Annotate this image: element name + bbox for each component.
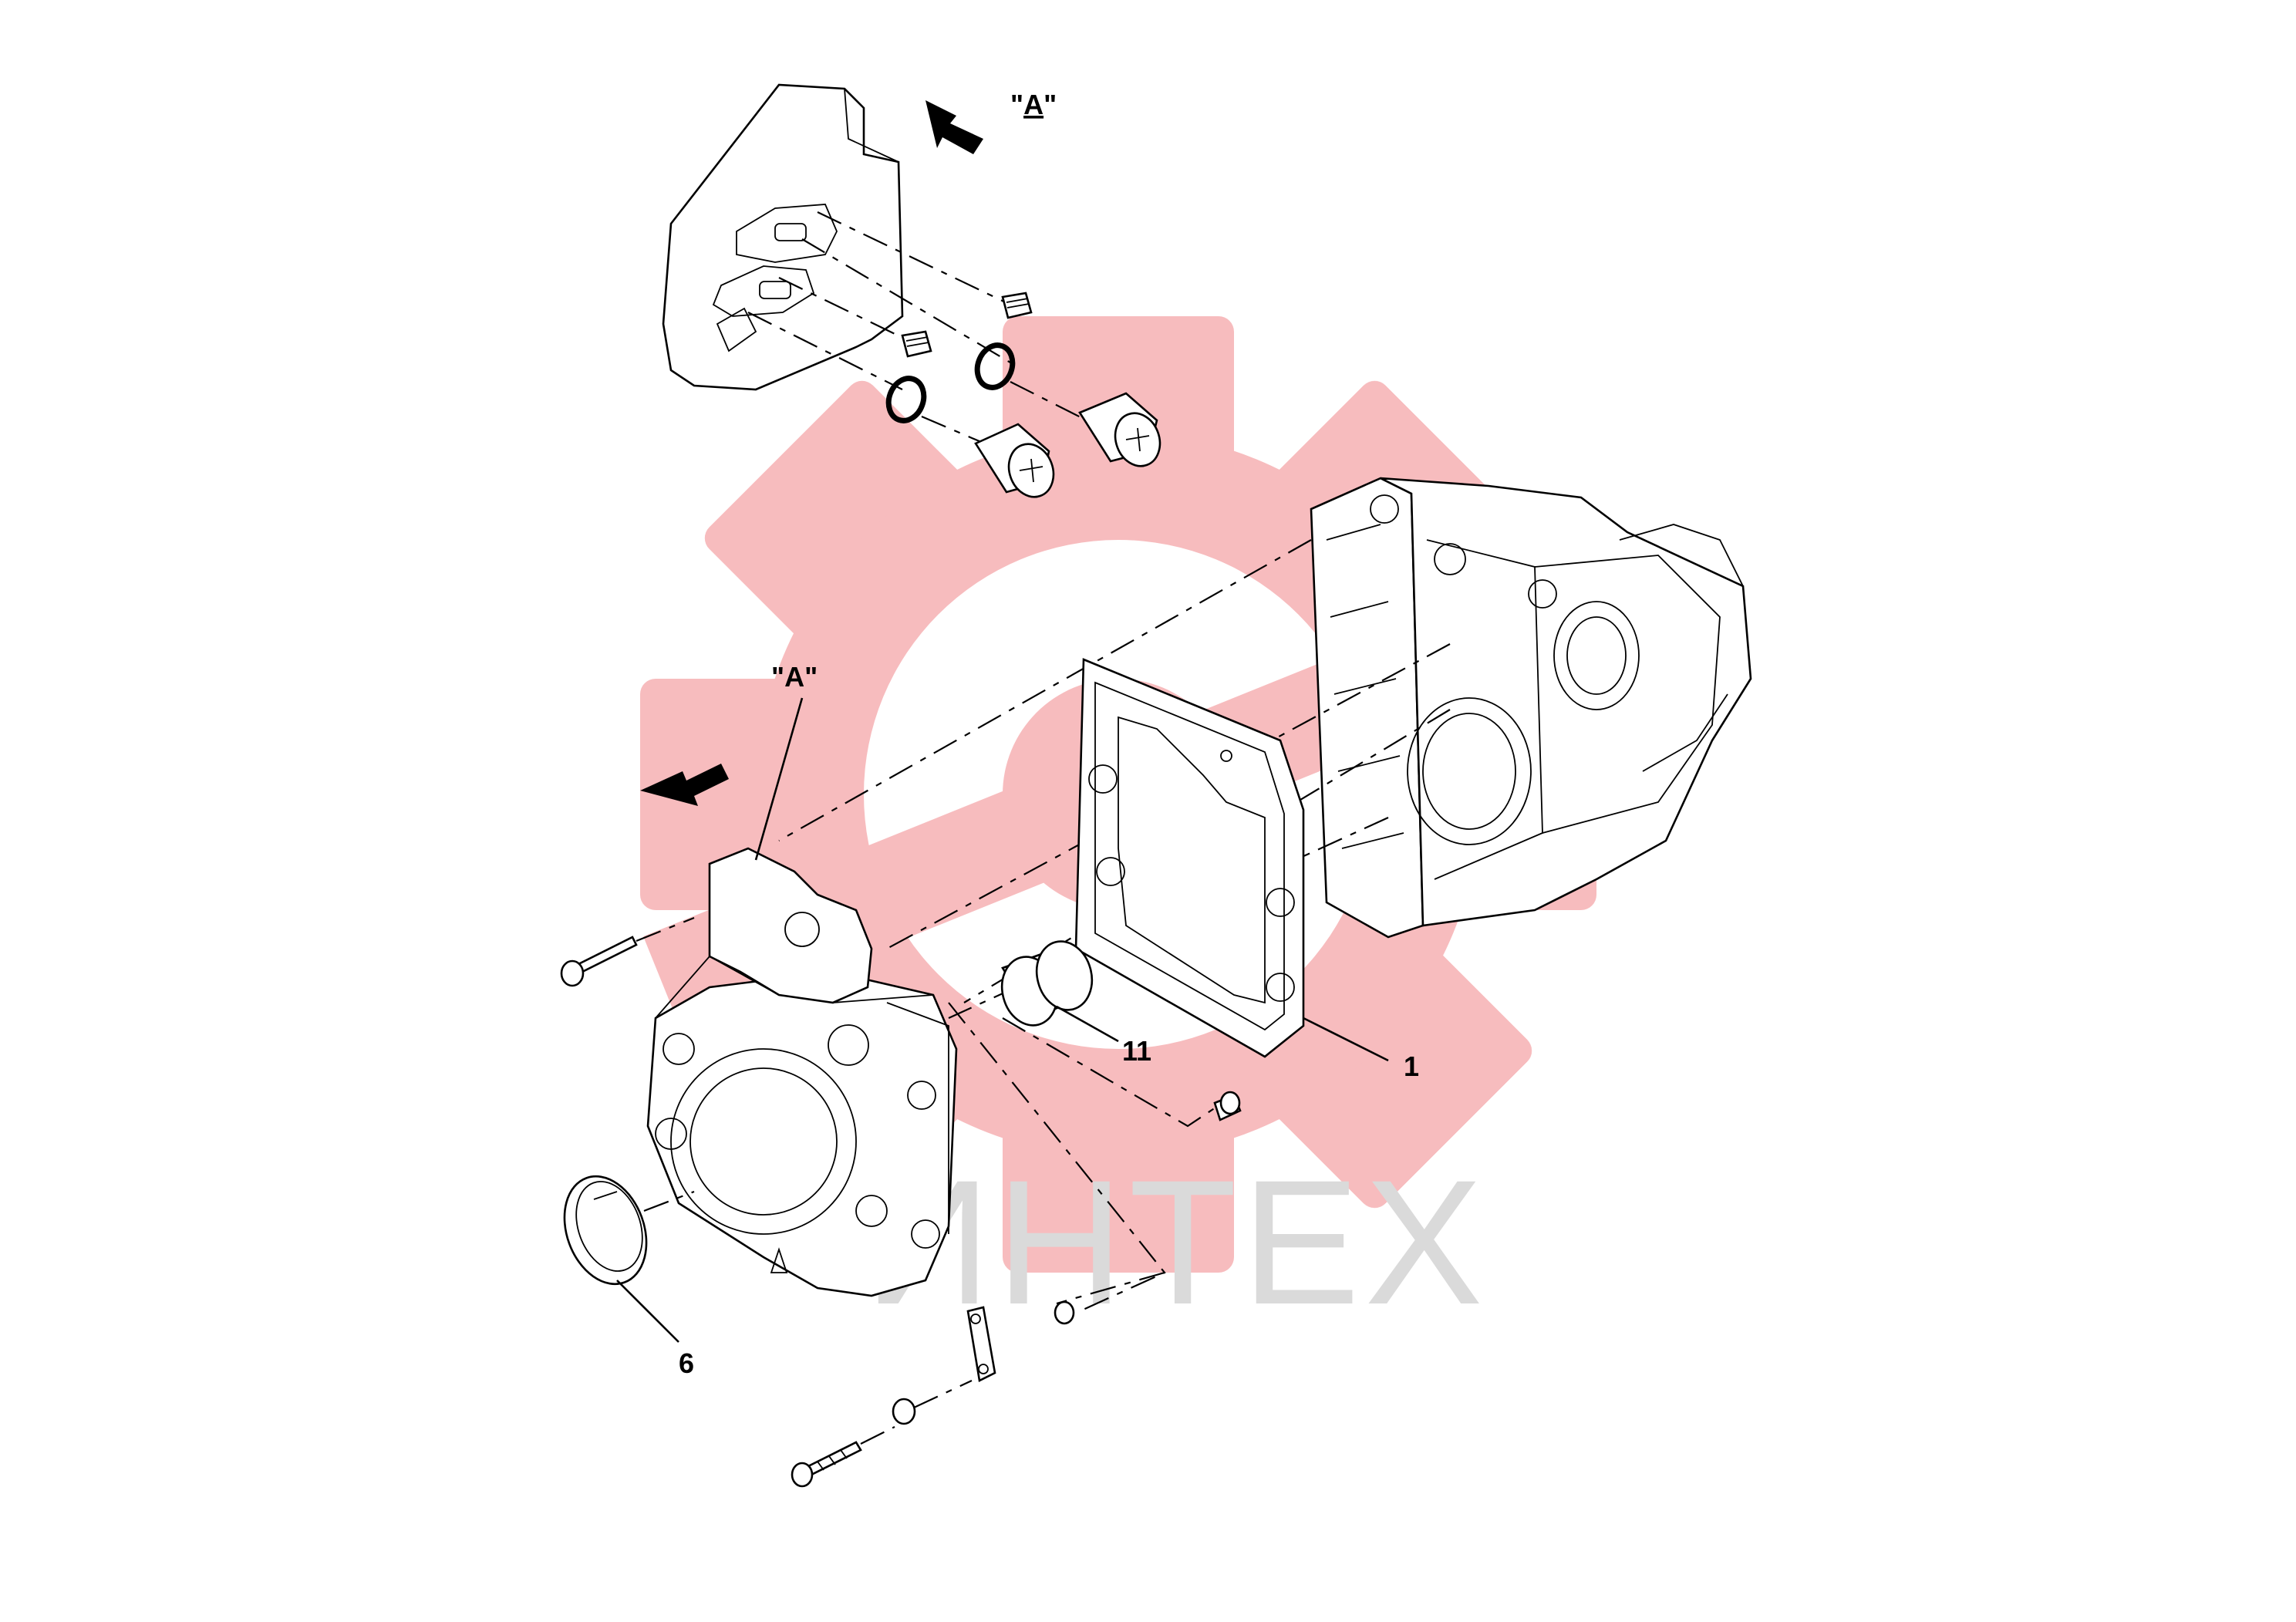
view-a-arrow-top <box>925 100 983 154</box>
bushing-sleeve <box>1000 940 1094 1027</box>
callout-11: 11 <box>1122 1035 1151 1067</box>
screw-center <box>1213 1091 1242 1121</box>
watermark-text: ИНТЕХ <box>864 1143 1488 1341</box>
main-view-label: "A" <box>771 661 818 693</box>
set-screw-2 <box>901 330 932 358</box>
callouts: 1 6 11 <box>616 1005 1419 1379</box>
callout-1: 1 <box>1404 1050 1419 1082</box>
view-a-arrow-left <box>640 764 729 806</box>
bracket-plate <box>966 1306 996 1382</box>
plug-1 <box>1078 392 1161 467</box>
detail-view-label: "A" <box>1010 89 1057 120</box>
o-ring-2 <box>885 376 927 423</box>
washer-right <box>1054 1300 1075 1325</box>
callout-6: 6 <box>679 1347 694 1379</box>
washer-lower <box>892 1398 916 1425</box>
bolt-lower <box>791 1441 862 1488</box>
detail-housing-outline <box>662 83 904 391</box>
bearing-ring <box>563 1175 648 1286</box>
main-view-a: "A" <box>640 661 818 861</box>
detail-view-letter: A <box>1023 89 1043 120</box>
o-ring-1 <box>974 342 1016 390</box>
detail-view-a: "A" <box>662 83 1161 498</box>
set-screw-1 <box>1001 292 1033 319</box>
plug-2 <box>974 423 1055 498</box>
pump-housing <box>1310 477 1752 939</box>
end-cover-block <box>646 847 958 1297</box>
bolt-upper-left <box>560 936 638 987</box>
